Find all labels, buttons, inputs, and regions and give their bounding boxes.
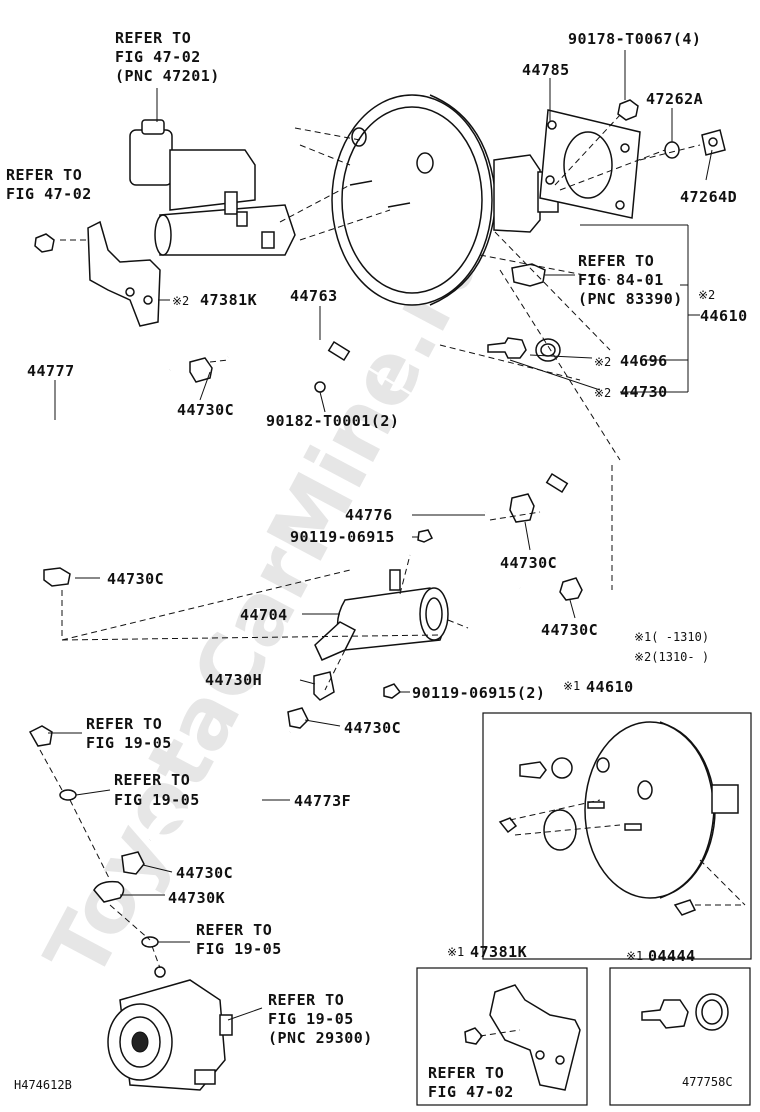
mark-2-fig84: ※2 [698, 288, 715, 302]
label-refer-fig47-left-b[interactable]: FIG 47-02 [6, 185, 92, 203]
label-47264D[interactable]: 47264D [680, 188, 737, 206]
label-refer-fig84-c[interactable]: (PNC 83390) [578, 290, 683, 308]
label-44730c-6[interactable]: 44730C [176, 864, 233, 882]
bolt-90119-b [383, 683, 402, 699]
nut-90178 [617, 99, 639, 121]
clip-90182 [314, 381, 326, 393]
label-refer-fig19-4-b[interactable]: FIG 19-05 [268, 1010, 354, 1028]
label-47381K-inset[interactable]: 47381K [470, 943, 527, 961]
label-44773F[interactable]: 44773F [294, 792, 351, 810]
hose-44776 [446, 506, 521, 594]
label-44763[interactable]: 44763 [290, 287, 338, 305]
label-refer-fig47-a[interactable]: REFER TO [115, 29, 191, 47]
union-bolt [28, 725, 53, 747]
mark-2-44730: ※2 [594, 386, 611, 400]
clamp-44730c-1 [189, 357, 213, 383]
vacuum-pump [107, 966, 233, 1091]
label-44777[interactable]: 44777 [27, 362, 75, 380]
label-44730H[interactable]: 44730H [205, 671, 262, 689]
label-90119-a[interactable]: 90119-06915 [290, 528, 395, 546]
label-90178[interactable]: 90178-T0067(4) [568, 30, 701, 48]
labels: REFER TO FIG 47-02 (PNC 47201) REFER TO … [6, 29, 748, 1101]
label-refer-fig19-1-b[interactable]: FIG 19-05 [86, 734, 172, 752]
label-refer-fig84-a[interactable]: REFER TO [578, 252, 654, 270]
label-44730c-2[interactable]: 44730C [500, 554, 557, 572]
label-44730c-5[interactable]: 44730C [344, 719, 401, 737]
label-refer-fig19-2-a[interactable]: REFER TO [114, 771, 190, 789]
label-44730[interactable]: 44730 [620, 383, 668, 401]
label-44730c-4[interactable]: 44730C [541, 621, 598, 639]
label-44696[interactable]: 44696 [620, 352, 668, 370]
label-44610[interactable]: 44610 [700, 307, 748, 325]
clevis-47264D [701, 129, 726, 156]
label-44730K[interactable]: 44730K [168, 889, 225, 907]
label-44610-inset[interactable]: 44610 [586, 678, 634, 696]
legend-1: ※1( -1310) [634, 630, 709, 644]
nut-left [34, 233, 55, 253]
inset-valve-box [609, 967, 751, 1106]
mark-2-44696: ※2 [594, 355, 611, 369]
label-44730c-3[interactable]: 44730C [107, 570, 164, 588]
leader-lines [39, 50, 713, 1021]
label-47381K[interactable]: 47381K [200, 291, 257, 309]
label-refer-fig19-4-a[interactable]: REFER TO [268, 991, 344, 1009]
label-refer-fig19-4-c[interactable]: (PNC 29300) [268, 1029, 373, 1047]
fitting-44730H [313, 671, 335, 701]
code-right: 477758C [682, 1075, 733, 1089]
bolt-90119-a [417, 529, 434, 543]
mark-1-47381K: ※1 [447, 945, 464, 959]
label-refer-fig47-left-a[interactable]: REFER TO [6, 166, 82, 184]
washer-2 [141, 936, 159, 948]
label-refer-fig84-b[interactable]: FIG 84-01 [578, 271, 664, 289]
clamp-44730c-2 [43, 567, 71, 587]
vacuum-tank-44704 [314, 569, 449, 661]
label-44704[interactable]: 44704 [240, 606, 288, 624]
clip-44730K [93, 880, 125, 903]
clamp-44730c-6 [121, 851, 145, 875]
mark-2-47381K: ※2 [172, 294, 189, 308]
mark-1-44610: ※1 [563, 679, 580, 693]
inset-booster-box [482, 712, 752, 960]
nut-47262A [664, 141, 680, 159]
bracket-47381K [87, 220, 161, 327]
label-refer-fig19-2-b[interactable]: FIG 19-05 [114, 791, 200, 809]
vacuum-sensor [511, 263, 546, 287]
label-refer-fig19-3-b[interactable]: FIG 19-05 [196, 940, 282, 958]
gasket-plate-44785 [539, 109, 641, 219]
label-04444[interactable]: 04444 [648, 947, 696, 965]
label-refer-fig47-c[interactable]: (PNC 47201) [115, 67, 220, 85]
label-refer-fig47-inset-b[interactable]: FIG 47-02 [428, 1083, 514, 1101]
label-47262A[interactable]: 47262A [646, 90, 703, 108]
label-44776[interactable]: 44776 [345, 506, 393, 524]
vacuum-pipe-44763 [227, 338, 587, 514]
hose-44777 [41, 363, 173, 530]
check-valve-44696 [487, 337, 561, 362]
master-cylinder [129, 119, 296, 256]
label-refer-fig47-inset-a[interactable]: REFER TO [428, 1064, 504, 1082]
label-44785[interactable]: 44785 [522, 61, 570, 79]
washer-1 [59, 789, 77, 801]
clamp-44730c-4 [559, 577, 583, 601]
label-44730c-1[interactable]: 44730C [177, 401, 234, 419]
clamp-44730c-3 [509, 493, 535, 523]
mark-1-04444: ※1 [626, 949, 643, 963]
inset-bracket-box [416, 967, 588, 1106]
hose-44773F [144, 729, 296, 843]
label-refer-fig47-b[interactable]: FIG 47-02 [115, 48, 201, 66]
label-refer-fig19-1-a[interactable]: REFER TO [86, 715, 162, 733]
label-90119-b[interactable]: 90119-06915(2) [412, 684, 545, 702]
label-90182[interactable]: 90182-T0001(2) [266, 412, 399, 430]
code-left: H474612B [14, 1078, 72, 1092]
label-refer-fig19-3-a[interactable]: REFER TO [196, 921, 272, 939]
clamp-44730c-5 [287, 707, 309, 729]
legend-2: ※2(1310- ) [634, 650, 709, 664]
